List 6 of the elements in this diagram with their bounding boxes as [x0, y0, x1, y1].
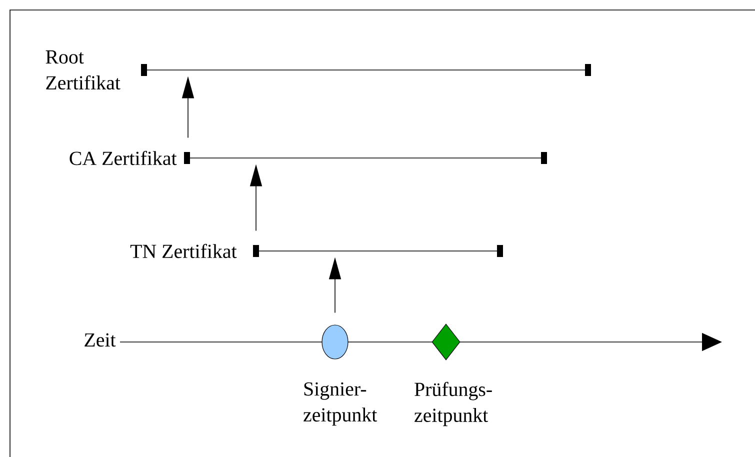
time-label: Signier- zeitpunkt	[304, 382, 378, 426]
certificate-label: CA Zertifikat	[70, 150, 177, 166]
certificate-label: TN Zertifikat	[130, 244, 237, 258]
time-label: Prüfungs- zeitpunkt	[414, 382, 492, 426]
axis-label: Zeit	[84, 333, 116, 347]
certificate-label: Root Zertifikat	[46, 50, 120, 90]
